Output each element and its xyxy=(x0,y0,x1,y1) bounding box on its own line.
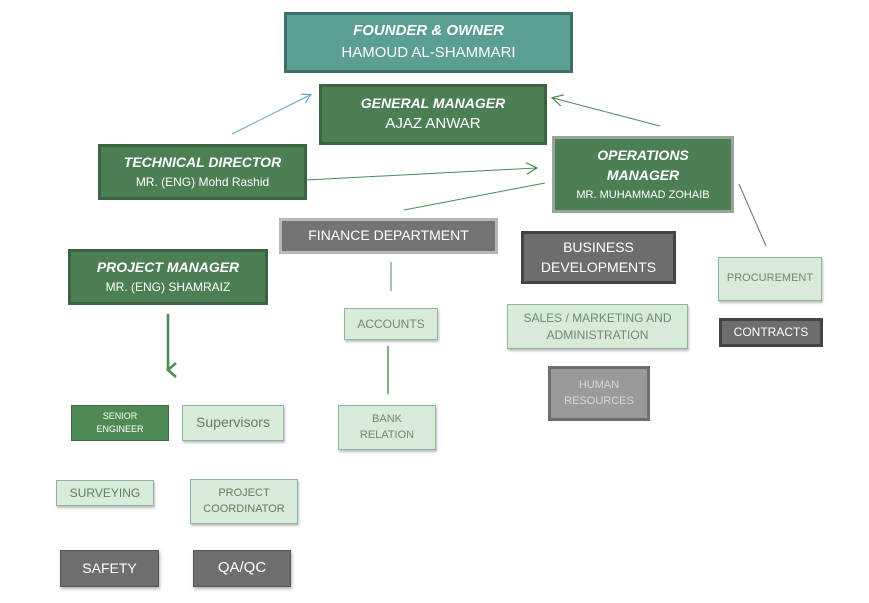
line-ops-to-procurement xyxy=(738,183,767,247)
sales-line2: ADMINISTRATION xyxy=(546,327,649,342)
hr-line1: HUMAN xyxy=(578,378,620,391)
technical-director-name: MR. (ENG) Mohd Rashid xyxy=(135,175,270,190)
founder-box: FOUNDER & OWNER HAMOUD AL-SHAMMARI xyxy=(284,12,573,73)
business-label-line2: DEVELOPMENTS xyxy=(540,259,657,275)
project-coordinator-box: PROJECT COORDINATOR xyxy=(190,479,298,524)
general-manager-name: AJAZ ANWAR xyxy=(385,115,481,133)
accounts-box: ACCOUNTS xyxy=(344,308,438,340)
finance-department-box: FINANCE DEPARTMENT xyxy=(279,218,498,254)
business-developments-box: BUSINESS DEVELOPMENTS xyxy=(521,231,676,284)
operations-manager-name: MR. MUHAMMAD ZOHAIB xyxy=(576,188,710,201)
hr-line2: RESOURCES xyxy=(564,394,634,407)
sales-line1: SALES / MARKETING AND xyxy=(523,310,672,325)
bank-line2: RELATION xyxy=(359,428,415,441)
project-manager-name: MR. (ENG) SHAMRAIZ xyxy=(105,280,231,295)
project-manager-title: PROJECT MANAGER xyxy=(96,258,240,275)
bank-line1: BANK xyxy=(372,412,402,425)
operations-manager-title-line2: MANAGER xyxy=(606,167,680,184)
business-label-line1: BUSINESS xyxy=(563,238,634,255)
surveying-box: SURVEYING xyxy=(56,480,154,506)
technical-director-box: TECHNICAL DIRECTOR MR. (ENG) Mohd Rashid xyxy=(98,144,307,200)
technical-director-title: TECHNICAL DIRECTOR xyxy=(123,153,282,170)
contracts-box: CONTRACTS xyxy=(719,318,823,347)
coordinator-line2: COORDINATOR xyxy=(203,502,285,515)
arrow-td-to-gm xyxy=(231,95,310,135)
qaqc-label: QA/QC xyxy=(217,559,267,577)
safety-label: SAFETY xyxy=(82,559,137,576)
founder-title: FOUNDER & OWNER xyxy=(353,22,504,40)
human-resources-box: HUMAN RESOURCES xyxy=(548,366,650,421)
sales-marketing-box: SALES / MARKETING AND ADMINISTRATION xyxy=(507,304,688,349)
bank-relation-box: BANK RELATION xyxy=(338,405,436,450)
project-manager-box: PROJECT MANAGER MR. (ENG) SHAMRAIZ xyxy=(68,249,268,305)
line-ops-to-finance xyxy=(403,182,546,211)
finance-department-label: FINANCE DEPARTMENT xyxy=(308,227,469,244)
qaqc-box: QA/QC xyxy=(193,550,291,587)
senior-line1: SENIOR xyxy=(102,410,138,421)
coordinator-line1: PROJECT xyxy=(218,486,270,499)
procurement-label: PROCUREMENT xyxy=(726,272,814,285)
senior-line2: ENGINEER xyxy=(96,424,144,434)
operations-manager-box: OPERATIONS MANAGER MR. MUHAMMAD ZOHAIB xyxy=(552,136,734,213)
arrow-ops-to-gm xyxy=(553,98,661,127)
supervisors-box: Supervisors xyxy=(182,405,284,441)
operations-manager-title-line1: OPERATIONS xyxy=(597,146,689,163)
senior-engineer-box: SENIOR ENGINEER xyxy=(71,405,169,441)
safety-box: SAFETY xyxy=(60,550,159,587)
accounts-label: ACCOUNTS xyxy=(357,316,425,331)
general-manager-box: GENERAL MANAGER AJAZ ANWAR xyxy=(319,84,547,145)
founder-name: HAMOUD AL-SHAMMARI xyxy=(341,44,516,61)
contracts-label: CONTRACTS xyxy=(733,325,809,339)
surveying-label: SURVEYING xyxy=(69,485,141,500)
arrow-td-to-ops xyxy=(305,168,536,181)
supervisors-label: Supervisors xyxy=(196,414,270,431)
general-manager-title: GENERAL MANAGER xyxy=(360,94,506,111)
procurement-box: PROCUREMENT xyxy=(718,257,822,301)
